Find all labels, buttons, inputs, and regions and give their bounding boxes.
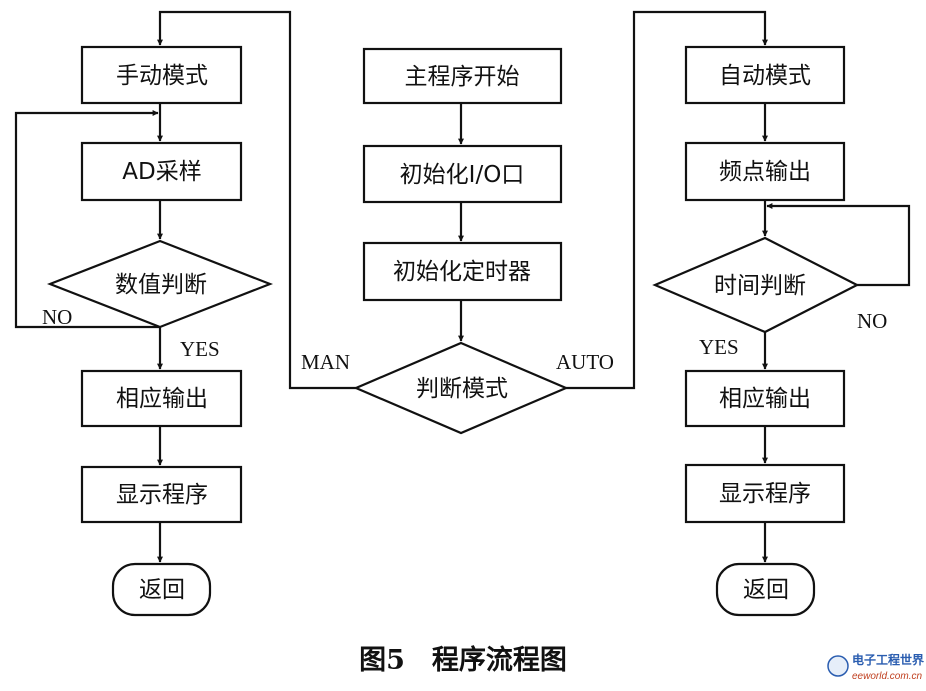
node-value-judge bbox=[46, 239, 274, 329]
node-manual-mode-label: 手动模式 bbox=[116, 63, 208, 89]
edge-judge-auto bbox=[566, 10, 768, 390]
node-judge-mode-label: 判断模式 bbox=[416, 376, 508, 402]
node-freq-output-label: 频点输出 bbox=[719, 159, 811, 185]
watermark-globe-icon bbox=[827, 655, 849, 677]
node-manual-return-label: 返回 bbox=[139, 577, 185, 603]
node-auto-mode bbox=[684, 45, 846, 105]
node-time-judge-label: 时间判断 bbox=[714, 273, 806, 299]
edge-label-auto-yes: YES bbox=[699, 335, 739, 359]
edge-label-man: MAN bbox=[301, 350, 350, 374]
edge-label-manual-yes: YES bbox=[180, 337, 220, 361]
edge-time-judge-no-loop bbox=[766, 203, 911, 287]
node-auto-display-label: 显示程序 bbox=[719, 481, 811, 507]
node-init-timer bbox=[362, 241, 563, 302]
node-auto-mode-label: 自动模式 bbox=[719, 63, 811, 89]
node-freq-output bbox=[684, 141, 846, 202]
edge-judge-man bbox=[157, 10, 356, 390]
watermark-logo: 电子工程世界 eeworld.com.cn bbox=[827, 652, 924, 682]
node-time-judge bbox=[652, 236, 860, 334]
edge-value-judge-no-loop bbox=[14, 110, 160, 329]
node-auto-return bbox=[715, 562, 816, 617]
node-manual-output-label: 相应输出 bbox=[116, 386, 208, 412]
node-init-timer-label: 初始化定时器 bbox=[393, 259, 531, 285]
node-manual-mode bbox=[80, 45, 243, 105]
node-manual-output bbox=[80, 369, 243, 428]
node-manual-display-label: 显示程序 bbox=[116, 482, 208, 508]
node-manual-return bbox=[111, 562, 212, 617]
node-manual-display bbox=[80, 465, 243, 524]
node-value-judge-label: 数值判断 bbox=[115, 272, 207, 298]
node-judge-mode bbox=[353, 341, 569, 435]
node-auto-return-label: 返回 bbox=[743, 577, 789, 603]
watermark-title: 电子工程世界 bbox=[852, 652, 924, 667]
node-init-io bbox=[362, 144, 563, 204]
node-main-start bbox=[362, 47, 563, 105]
edge-label-auto-no: NO bbox=[857, 309, 887, 333]
node-ad-sample bbox=[80, 141, 243, 202]
node-auto-output-label: 相应输出 bbox=[719, 386, 811, 412]
node-init-io-label: 初始化I/O口 bbox=[400, 162, 525, 188]
node-main-start-label: 主程序开始 bbox=[405, 64, 520, 90]
node-ad-sample-label: AD采样 bbox=[122, 159, 201, 185]
node-auto-output bbox=[684, 369, 846, 428]
edge-label-manual-no: NO bbox=[42, 305, 72, 329]
watermark-url: eeworld.com.cn bbox=[852, 671, 922, 682]
figure-caption: 图5 程序流程图 bbox=[359, 644, 567, 676]
node-auto-display bbox=[684, 463, 846, 524]
edge-label-auto: AUTO bbox=[556, 350, 614, 374]
